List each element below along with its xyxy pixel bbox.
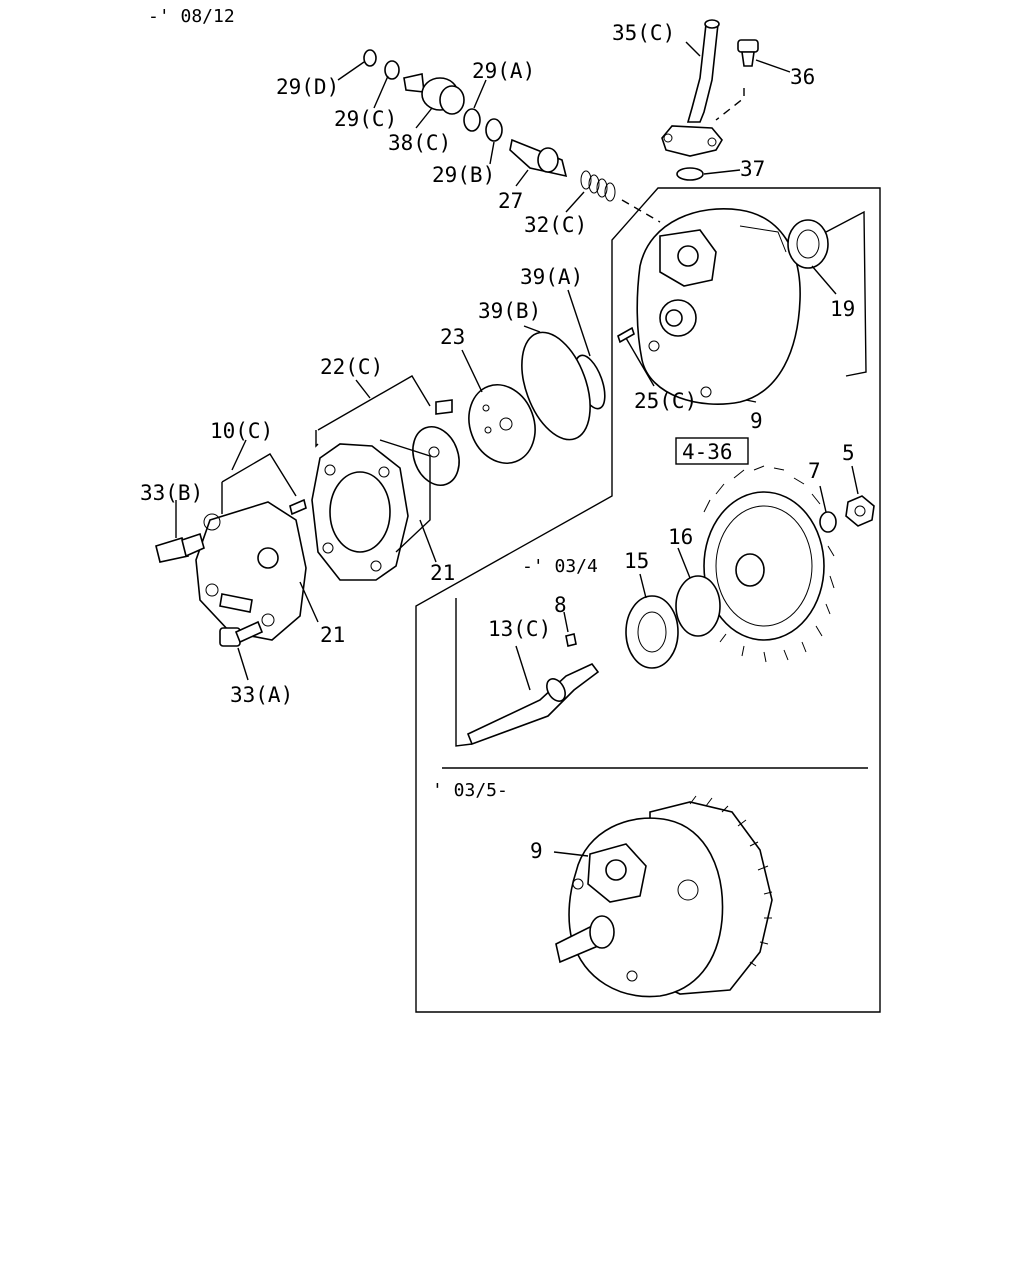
label-29d: 29(D) xyxy=(276,75,339,99)
label-36: 36 xyxy=(790,65,815,89)
label-39b: 39(B) xyxy=(478,299,541,323)
bolt-36 xyxy=(737,39,759,67)
gear-4-36 xyxy=(701,465,835,663)
label-29b: 29(B) xyxy=(432,163,495,187)
snap-ring-16 xyxy=(675,575,721,637)
leader-lines xyxy=(175,41,859,857)
label-9-alt: 9 xyxy=(530,839,543,863)
oring-29d xyxy=(363,49,377,67)
date-range-label: -' 08/12 xyxy=(148,6,235,27)
gasket-37 xyxy=(676,167,704,181)
end-cover-10c xyxy=(195,501,307,641)
label-21-gasket: 21 xyxy=(430,561,455,585)
leader-9 xyxy=(745,399,757,403)
label-35c: 35(C) xyxy=(612,21,675,45)
oring-29b xyxy=(485,118,503,142)
ref-box-label[interactable]: 4-36 xyxy=(682,440,733,464)
gasket-21 xyxy=(379,439,431,553)
label-21-plate: 21 xyxy=(320,623,345,647)
pump-housing-9 xyxy=(636,208,801,405)
label-8: 8 xyxy=(554,593,567,617)
seal-19-bracket xyxy=(825,210,867,377)
label-7: 7 xyxy=(808,459,821,483)
label-13c: 13(C) xyxy=(488,617,551,641)
seal-19 xyxy=(787,219,829,269)
bearing-15 xyxy=(625,595,679,669)
label-15: 15 xyxy=(624,549,649,573)
label-25c: 25(C) xyxy=(634,389,697,413)
bolt-33b xyxy=(155,532,205,563)
bracket-10c xyxy=(221,453,297,514)
label-29c: 29(C) xyxy=(334,107,397,131)
shaft-bracket xyxy=(455,598,473,747)
vane-cam-22c xyxy=(412,399,460,486)
bolt-36-guide xyxy=(715,88,745,121)
label-32c: 32(C) xyxy=(524,213,587,237)
spring-32c xyxy=(580,170,616,202)
rotor-23 xyxy=(468,384,536,464)
plate-21 xyxy=(311,443,409,581)
fitting-38c xyxy=(403,73,465,115)
assembly-frame xyxy=(415,187,881,1013)
oring-29c xyxy=(384,60,400,80)
ref-box-frame xyxy=(675,437,749,465)
variant-after-label: ' 03/5- xyxy=(432,780,508,801)
label-37: 37 xyxy=(740,157,765,181)
label-22c: 22(C) xyxy=(320,355,383,379)
label-9: 9 xyxy=(750,409,763,433)
pin-25c xyxy=(617,326,635,344)
label-10c: 10(C) xyxy=(210,419,273,443)
valve-27 xyxy=(509,138,568,178)
bracket-22c xyxy=(315,375,431,448)
oring-39b xyxy=(521,331,591,441)
variant-before-label: -' 03/4 xyxy=(522,556,598,577)
shaft-13c xyxy=(466,663,600,746)
label-38c: 38(C) xyxy=(388,131,451,155)
label-39a: 39(A) xyxy=(520,265,583,289)
label-5: 5 xyxy=(842,441,855,465)
label-16: 16 xyxy=(668,525,693,549)
key-8 xyxy=(565,633,577,647)
label-29a: 29(A) xyxy=(472,59,535,83)
leader-21b xyxy=(299,581,319,623)
label-23: 23 xyxy=(440,325,465,349)
pipe-35c xyxy=(661,19,723,157)
pump-assembly-9-alt xyxy=(555,795,773,998)
label-27: 27 xyxy=(498,189,523,213)
oring-29a xyxy=(463,108,481,132)
valve-axis-line xyxy=(621,199,661,223)
label-33a: 33(A) xyxy=(230,683,293,707)
nut-5 xyxy=(845,495,875,527)
washer-7 xyxy=(819,511,837,533)
label-33b: 33(B) xyxy=(140,481,203,505)
label-19: 19 xyxy=(830,297,855,321)
bolt-33a xyxy=(219,620,264,647)
pin-10c xyxy=(289,498,307,516)
